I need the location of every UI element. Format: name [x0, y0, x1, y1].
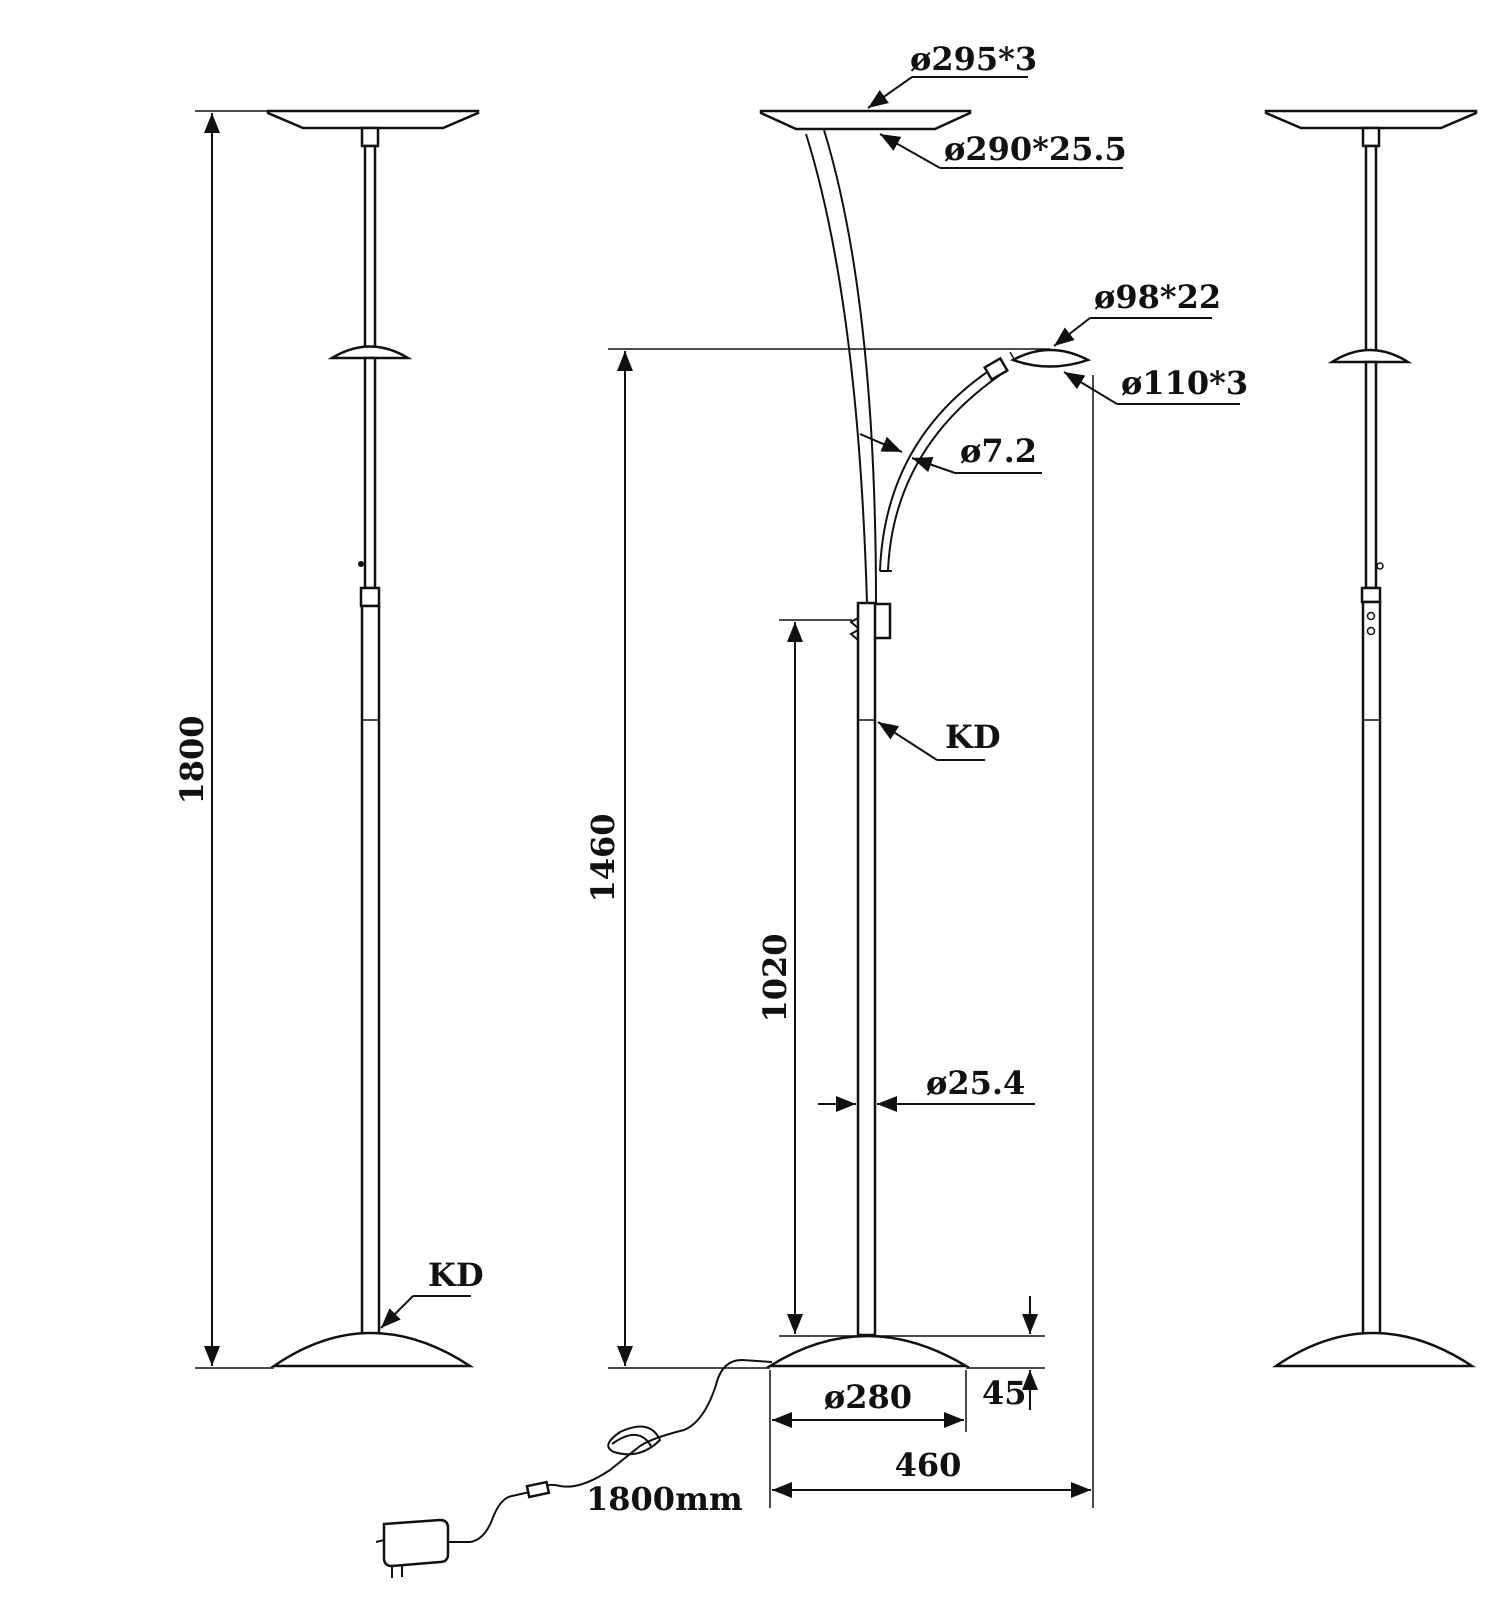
right-joint-sleeve — [1360, 586, 1382, 604]
dim-460: 460 — [769, 375, 1094, 1508]
left-mid-tube — [363, 356, 377, 590]
right-screw-top — [1366, 611, 1376, 621]
callout-72-leader-out — [911, 457, 956, 474]
dim-45: 45 — [966, 1296, 1045, 1412]
right-base — [1271, 1331, 1477, 1368]
callout-290-leader — [879, 133, 941, 169]
left-switch-dot — [358, 561, 364, 567]
dim-45-label: 45 — [982, 1374, 1027, 1412]
dim-280-label: ø280 — [824, 1378, 912, 1416]
callout-kd-mid-leader — [877, 721, 938, 761]
dim-254-label: ø25.4 — [926, 1064, 1025, 1102]
callout-reading-head: ø98*22 — [1053, 278, 1221, 347]
callout-110-label: ø110*3 — [1121, 364, 1248, 402]
left-reading-shade — [327, 345, 413, 360]
left-kd-label: KD — [428, 1256, 484, 1294]
left-pole — [360, 604, 381, 1336]
left-joint-sleeve — [359, 586, 381, 608]
callout-arm-tube: ø7.2 — [859, 432, 1042, 474]
dim-1460-label: 1460 — [584, 813, 622, 902]
middle-reading-head — [1009, 348, 1092, 368]
callout-72-label: ø7.2 — [960, 432, 1037, 470]
callout-98-label: ø98*22 — [1094, 278, 1221, 316]
dim-1020: 1020 — [756, 619, 1045, 1337]
callout-kd-middle: KD — [877, 718, 1001, 761]
callout-98-leader — [1053, 317, 1091, 347]
callout-295-leader — [867, 76, 913, 109]
power-cable: 1800mm — [375, 1358, 773, 1578]
right-pole — [1361, 600, 1382, 1336]
dim-254: ø25.4 — [818, 1064, 1035, 1112]
right-upper-tube — [1364, 144, 1378, 360]
middle-pole — [856, 601, 877, 1337]
left-base — [269, 1331, 475, 1368]
left-lamp-view: 1800 KD — [173, 109, 484, 1369]
cable-path — [446, 1358, 773, 1543]
left-upper-shade — [266, 109, 480, 130]
left-kd-leader — [380, 1295, 414, 1329]
right-screw-bottom — [1366, 626, 1376, 636]
left-upper-tube — [363, 144, 377, 358]
right-shade-neck — [1361, 126, 1381, 148]
dim-280: ø280 — [769, 1370, 967, 1432]
middle-reading-head-rim — [1009, 351, 1015, 360]
callout-upper-shade: ø295*3 — [867, 40, 1037, 109]
callout-290-label: ø290*25.5 — [944, 130, 1127, 168]
middle-curved-arm — [805, 133, 868, 604]
callout-110-leader — [1063, 371, 1118, 405]
cable-length-label: 1800mm — [586, 1480, 743, 1518]
callout-kd-mid-label: KD — [945, 718, 1001, 756]
middle-base — [765, 1334, 971, 1368]
cable-coil — [607, 1425, 662, 1456]
adapter-prongs — [375, 1539, 403, 1578]
callout-shade-body: ø290*25.5 — [879, 130, 1127, 169]
left-shade-neck — [360, 126, 380, 148]
cable-connector — [525, 1480, 551, 1499]
middle-upper-shade — [759, 109, 972, 131]
right-lamp-view — [1264, 109, 1478, 1368]
callout-72-leader-in — [859, 433, 903, 453]
dim-1460: 1460 — [584, 348, 1050, 1369]
middle-clip — [849, 617, 859, 641]
middle-reading-collar — [982, 356, 1010, 382]
right-reading-shade — [1327, 348, 1413, 364]
right-upper-shade — [1264, 109, 1478, 130]
right-mid-tube — [1364, 360, 1378, 590]
middle-reading-arm — [879, 367, 994, 572]
middle-lamp-view — [759, 109, 1092, 1368]
dim-460-label: 460 — [895, 1446, 962, 1484]
callout-295-label: ø295*3 — [910, 40, 1037, 78]
callout-reading-shade: ø110*3 — [1063, 364, 1248, 405]
right-switch-dot — [1376, 562, 1384, 570]
power-adapter — [382, 1518, 450, 1568]
dim-1020-label: 1020 — [756, 933, 794, 1022]
left-height-label: 1800 — [173, 715, 211, 804]
middle-curved-arm-inner — [823, 129, 877, 604]
